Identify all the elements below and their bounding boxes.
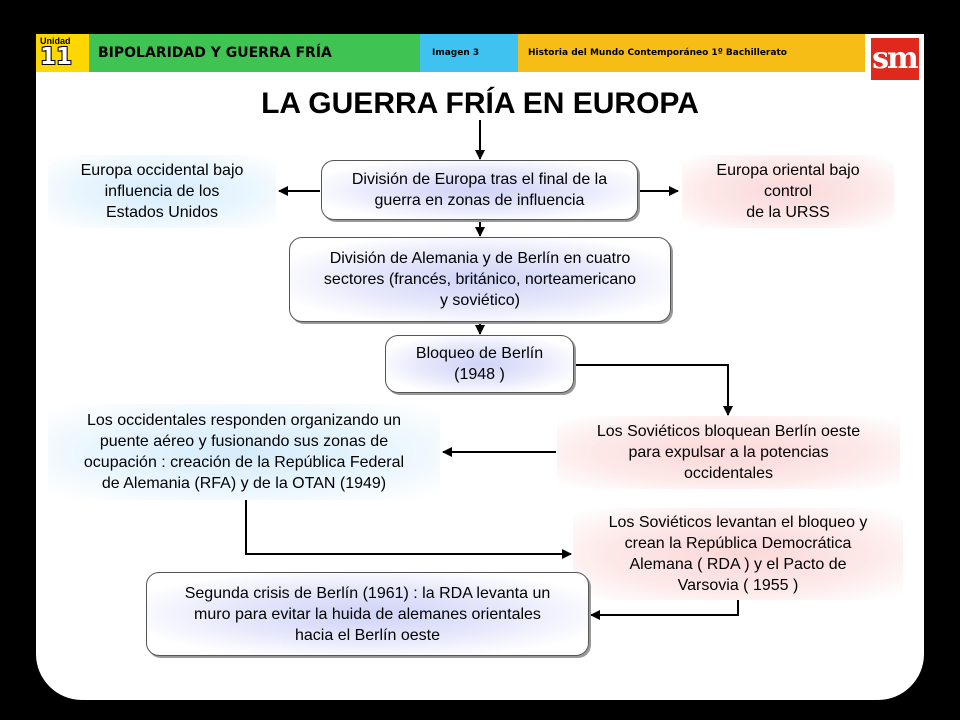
course-title: Historia del Mundo Contemporáneo 1º Bach…: [518, 34, 865, 72]
box-second-crisis: Segunda crisis de Berlín (1961) : la RDA…: [146, 572, 589, 656]
logo-text: sm: [870, 38, 919, 80]
arrow-lift-to-crisis: [590, 599, 739, 620]
box-western-response: Los occidentales responden organizando u…: [48, 404, 440, 500]
box-division-germany: División de Alemania y de Berlín en cuat…: [289, 237, 671, 322]
box-soviet-lift: Los Soviéticos levantan el bloqueo y cre…: [573, 508, 903, 600]
box-east-europe: Europa oriental bajo control de la URSS: [682, 155, 894, 228]
connector-arrows: [245, 120, 739, 620]
slide-frame: Unidad 11 BIPOLARIDAD Y GUERRA FRÍA Imag…: [36, 34, 924, 700]
box-west-europe: Europa occidental bajo influencia de los…: [48, 155, 276, 228]
image-tag: Imagen 3: [420, 34, 518, 72]
box-soviet-blockade: Los Soviéticos bloquean Berlín oeste par…: [557, 416, 900, 489]
arrow-blockade-to-soviet: [574, 364, 733, 416]
unit-number: 11: [40, 44, 73, 70]
arrow-western-to-lift: [245, 500, 572, 559]
unit-label: Unidad: [40, 36, 71, 46]
unit-badge: Unidad 11: [36, 34, 89, 72]
topic-title: BIPOLARIDAD Y GUERRA FRÍA: [89, 34, 420, 72]
page-title: LA GUERRA FRÍA EN EUROPA: [261, 87, 699, 120]
publisher-logo: sm: [865, 34, 924, 84]
box-berlin-blockade: Bloqueo de Berlín (1948 ): [385, 335, 574, 393]
box-division-europe: División de Europa tras el final de la g…: [321, 160, 638, 220]
